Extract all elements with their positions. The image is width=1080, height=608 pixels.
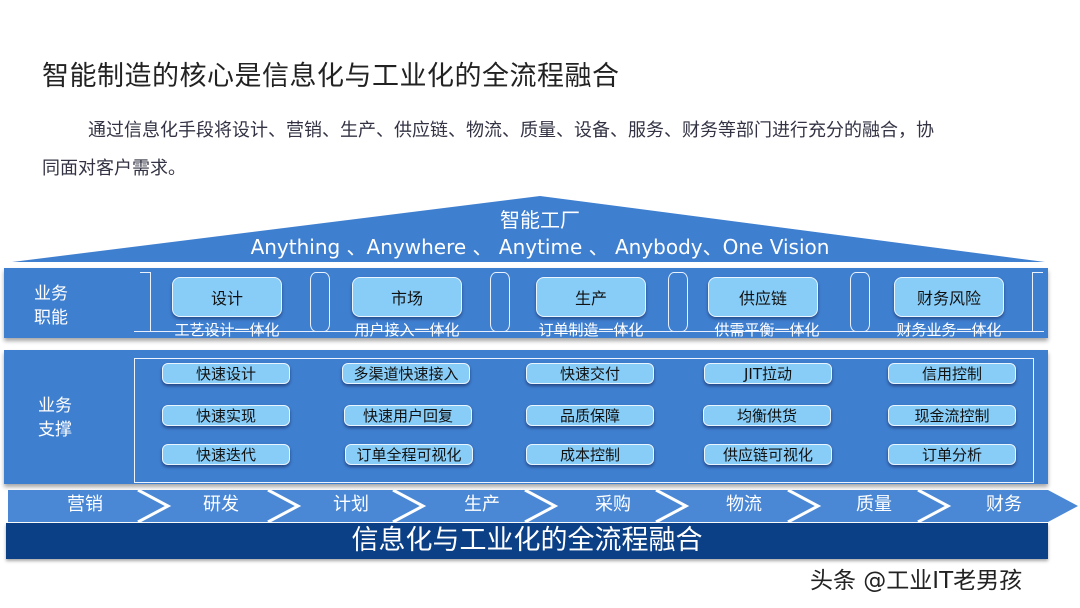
divider-shape bbox=[310, 272, 330, 332]
flow-step-rnd: 研发 bbox=[203, 494, 239, 515]
function-integration-label: 财务业务一体化 bbox=[896, 321, 1002, 339]
function-integration-label: 订单制造一体化 bbox=[538, 321, 644, 339]
support-frame bbox=[134, 358, 1034, 483]
business-support-label: 业务 支撑 bbox=[38, 396, 72, 440]
function-box-finance-risk[interactable]: 财务风险 bbox=[894, 277, 1004, 317]
business-functions-label: 业务 职能 bbox=[34, 284, 68, 328]
support-item[interactable]: 订单全程可视化 bbox=[345, 444, 473, 465]
process-flow-arrow: 营销 研发 计划 生产 采购 物流 质量 财务 bbox=[8, 490, 1078, 522]
integration-banner: 信息化与工业化的全流程融合 bbox=[6, 523, 1048, 559]
function-integration-label: 工艺设计一体化 bbox=[174, 321, 280, 339]
baseline bbox=[134, 331, 1044, 332]
page-title: 智能制造的核心是信息化与工业化的全流程融合 bbox=[42, 61, 620, 92]
flow-step-planning: 计划 bbox=[333, 494, 369, 515]
business-functions-band: 业务 职能 设计 工艺设计一体化 市场 用户接入一体化 生产 订单制造一体化 供… bbox=[4, 268, 1048, 339]
function-box-market[interactable]: 市场 bbox=[352, 277, 462, 317]
support-item[interactable]: 信用控制 bbox=[888, 363, 1016, 384]
watermark: 头条 @工业IT老男孩 bbox=[810, 568, 1023, 594]
divider-shape bbox=[850, 272, 870, 332]
support-item[interactable]: JIT拉动 bbox=[704, 363, 832, 384]
support-item[interactable]: 均衡供货 bbox=[703, 405, 831, 426]
support-item[interactable]: 快速实现 bbox=[162, 405, 290, 426]
support-item[interactable]: 快速交付 bbox=[526, 363, 654, 384]
function-box-supply-chain[interactable]: 供应链 bbox=[708, 277, 818, 317]
support-item[interactable]: 成本控制 bbox=[526, 444, 654, 465]
intro-paragraph: 通过信息化手段将设计、营销、生产、供应链、物流、质量、设备、服务、财务等部门进行… bbox=[42, 120, 934, 179]
flow-step-quality: 质量 bbox=[856, 494, 892, 515]
support-item[interactable]: 快速用户回复 bbox=[344, 405, 472, 426]
flow-step-marketing: 营销 bbox=[67, 494, 103, 515]
support-item[interactable]: 快速设计 bbox=[162, 363, 290, 384]
function-box-production[interactable]: 生产 bbox=[536, 277, 646, 317]
smart-factory-title: 智能工厂 bbox=[500, 208, 580, 232]
smart-factory-subtitle: Anything 、Anywhere 、 Anytime 、 Anybody、O… bbox=[250, 235, 830, 259]
support-item[interactable]: 快速迭代 bbox=[162, 444, 290, 465]
function-integration-label: 供需平衡一体化 bbox=[714, 321, 820, 339]
business-support-band: 业务 支撑 快速设计 快速实现 快速迭代 多渠道快速接入 快速用户回复 订单全程… bbox=[4, 350, 1048, 484]
divider-shape bbox=[668, 272, 688, 332]
flow-step-logistics: 物流 bbox=[726, 494, 762, 515]
support-item[interactable]: 多渠道快速接入 bbox=[342, 363, 470, 384]
support-item[interactable]: 品质保障 bbox=[526, 405, 654, 426]
divider-shape bbox=[1032, 272, 1043, 332]
support-item[interactable]: 供应链可视化 bbox=[704, 444, 832, 465]
divider-shape bbox=[490, 272, 510, 332]
support-item[interactable]: 现金流控制 bbox=[888, 405, 1016, 426]
flow-step-production: 生产 bbox=[464, 494, 500, 515]
support-item[interactable]: 订单分析 bbox=[888, 444, 1016, 465]
function-box-design[interactable]: 设计 bbox=[172, 277, 282, 317]
flow-step-finance: 财务 bbox=[986, 494, 1022, 515]
flow-step-purchasing: 采购 bbox=[595, 494, 631, 515]
roof-shape bbox=[0, 196, 1080, 266]
function-integration-label: 用户接入一体化 bbox=[354, 321, 460, 339]
divider-shape bbox=[140, 272, 151, 332]
